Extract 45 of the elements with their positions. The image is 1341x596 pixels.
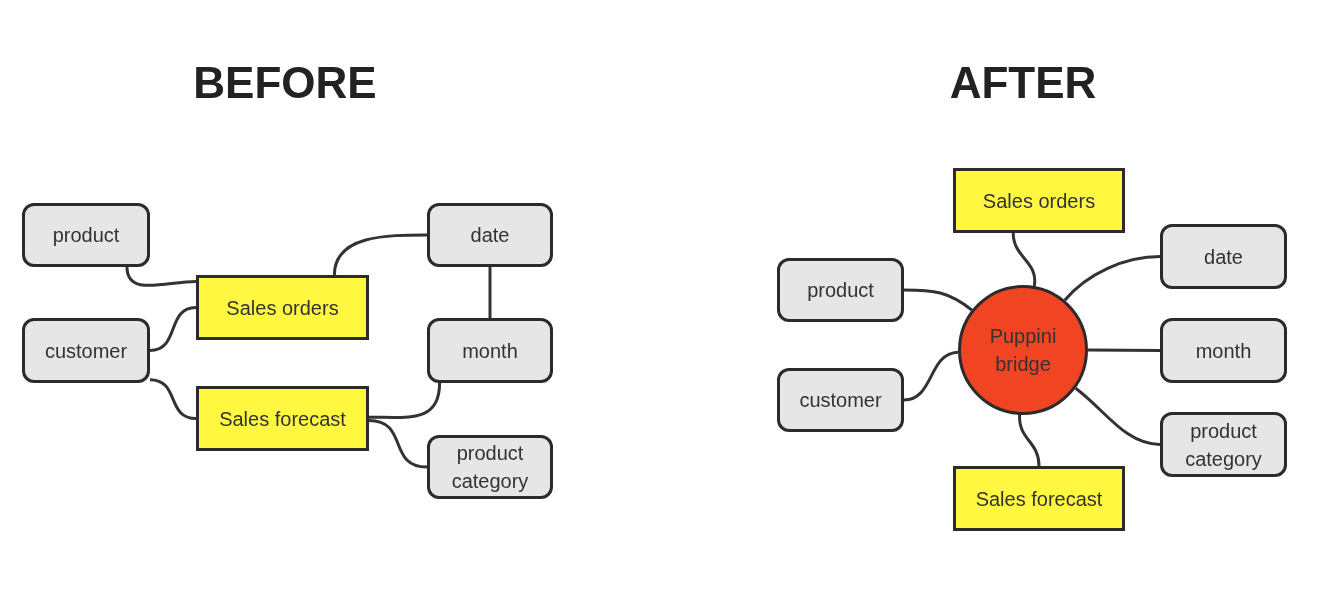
node-label: Sales orders (981, 188, 1097, 214)
section-heading: BEFORE (193, 58, 377, 108)
connector-line (1074, 387, 1161, 446)
node-label: month (461, 338, 519, 364)
connector-line (368, 418, 428, 469)
fact-table-box (196, 275, 369, 340)
node-label: Sales orders (225, 295, 340, 321)
connector-line (149, 306, 197, 352)
bridge-circle (958, 285, 1088, 415)
connector-line (1011, 232, 1037, 287)
dimension-box (22, 318, 150, 383)
dimension-box (1160, 224, 1287, 289)
dimension-box (427, 435, 553, 499)
connector-line (903, 350, 959, 402)
node-label: Puppini bridge (988, 324, 1058, 377)
section-heading: AFTER (949, 58, 1097, 108)
node-label: product (806, 278, 875, 303)
node-label: Sales forecast (218, 406, 347, 432)
node-label: product category (450, 441, 530, 494)
node-label: month (1194, 338, 1253, 364)
dimension-box (427, 318, 553, 383)
node-label: customer (798, 388, 883, 413)
connector-line (332, 233, 427, 276)
node-label: date (469, 223, 511, 248)
node-label: customer (43, 338, 129, 364)
node-label: Sales forecast (974, 486, 1104, 512)
fact-table-box (953, 168, 1125, 233)
connector-line (904, 288, 973, 312)
fact-table-box (953, 466, 1125, 531)
node-label: product category (1184, 418, 1263, 472)
dimension-box (22, 203, 150, 267)
connector-line (369, 382, 442, 419)
connector-line (1018, 414, 1041, 467)
dimension-box (1160, 412, 1287, 477)
connector-line (1088, 348, 1160, 352)
dimension-box (777, 368, 904, 432)
connector-line (149, 378, 197, 420)
dimension-box (777, 258, 904, 322)
fact-table-box (196, 386, 369, 451)
node-label: date (1203, 244, 1244, 270)
node-label: product (51, 223, 121, 248)
dimension-box (427, 203, 553, 267)
connector-line (488, 267, 492, 318)
connector-line (1063, 255, 1161, 302)
dimension-box (1160, 318, 1287, 383)
